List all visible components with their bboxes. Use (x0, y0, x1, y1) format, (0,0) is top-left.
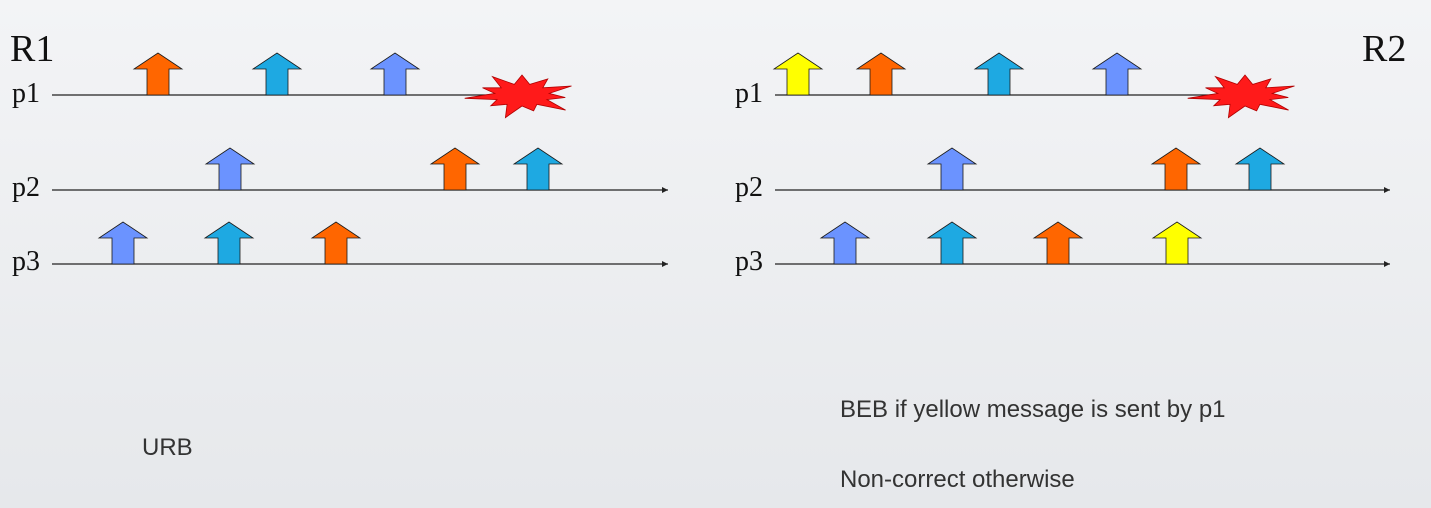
r2-p2-delivery-1-blue-arrow-icon (926, 147, 978, 191)
r1-p1-delivery-3-blue-arrow-icon (369, 52, 421, 96)
r2-p1-delivery-4-blue-arrow-icon (1091, 52, 1143, 96)
run-r1-title: R1 (10, 28, 55, 70)
r1-p1-crash-icon (464, 74, 572, 119)
r1-p1-delivery-1-orange-arrow-icon (132, 52, 184, 96)
r2-p3-delivery-3-orange-arrow-icon (1032, 221, 1084, 265)
timelines-layer (52, 94, 1390, 267)
r2-p3-delivery-2-teal-arrow-icon (926, 221, 978, 265)
r2-process-label-p3: p3 (735, 246, 763, 277)
r1-p3-timeline-arrowhead (662, 261, 668, 267)
r2-caption-non-correct: Non-correct otherwise (840, 466, 1075, 493)
r2-p1-crash-icon (1187, 74, 1295, 119)
r1-p2-delivery-3-teal-arrow-icon (512, 147, 564, 191)
r2-p2-delivery-2-orange-arrow-icon (1150, 147, 1202, 191)
r1-process-label-p2: p2 (12, 172, 40, 203)
r1-caption-urb: URB (142, 434, 193, 461)
deliveries-layer (97, 52, 1286, 265)
crash-layer (464, 74, 1295, 119)
r1-process-label-p3: p3 (12, 246, 40, 277)
r1-p3-delivery-1-blue-arrow-icon (97, 221, 149, 265)
r1-process-label-p1: p1 (12, 78, 40, 109)
r2-process-label-p1: p1 (735, 78, 763, 109)
r1-p3-delivery-3-orange-arrow-icon (310, 221, 362, 265)
r2-p3-delivery-1-blue-arrow-icon (819, 221, 871, 265)
r1-p3-delivery-2-teal-arrow-icon (203, 221, 255, 265)
r2-p3-timeline-arrowhead (1384, 261, 1390, 267)
r1-p2-delivery-1-blue-arrow-icon (204, 147, 256, 191)
r2-p1-delivery-2-orange-arrow-icon (855, 52, 907, 96)
r2-p2-delivery-3-teal-arrow-icon (1234, 147, 1286, 191)
r2-p2-timeline-arrowhead (1384, 187, 1390, 193)
r2-p1-delivery-3-teal-arrow-icon (973, 52, 1025, 96)
r1-p2-delivery-2-orange-arrow-icon (429, 147, 481, 191)
r2-caption-beb: BEB if yellow message is sent by p1 (840, 396, 1226, 423)
r2-process-label-p2: p2 (735, 172, 763, 203)
run-r2-title: R2 (1362, 28, 1407, 70)
r1-p2-timeline-arrowhead (662, 187, 668, 193)
r2-p3-delivery-4-yellow-arrow-icon (1151, 221, 1203, 265)
r2-p1-delivery-1-yellow-arrow-icon (772, 52, 824, 96)
r1-p1-delivery-2-teal-arrow-icon (251, 52, 303, 96)
